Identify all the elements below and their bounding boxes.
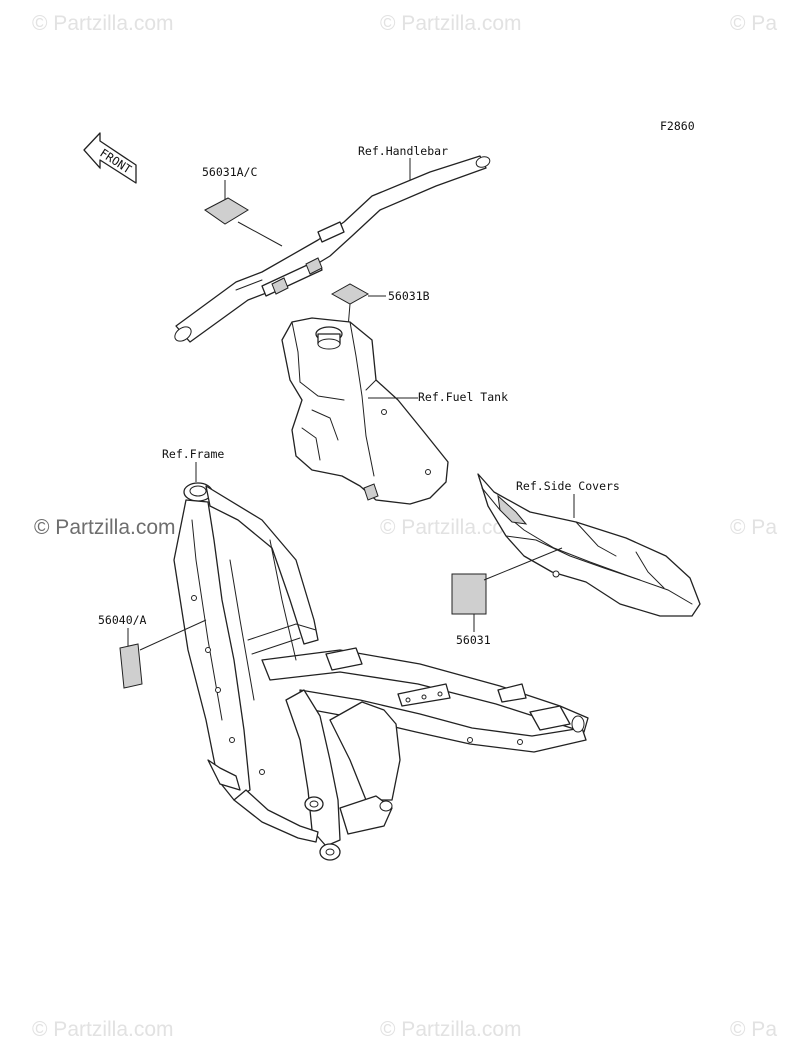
- watermark-middle-left: © Partzilla.com: [34, 516, 176, 539]
- watermark-middle-center: © Partzilla.com: [380, 516, 522, 539]
- decal-56031b-label: 56031B: [388, 289, 430, 303]
- watermark-top-left: © Partzilla.com: [32, 12, 174, 35]
- front-arrow-icon: FRONT: [83, 132, 137, 184]
- watermark-bottom-right: © Pa: [730, 1018, 777, 1041]
- decal-56031ac-label: 56031A/C: [202, 165, 257, 179]
- watermark-top-center: © Partzilla.com: [380, 12, 522, 35]
- handlebar-ref-label: Ref.Handlebar: [358, 144, 448, 158]
- watermark-bottom-center: © Partzilla.com: [380, 1018, 522, 1041]
- decal-56040a-pointer: [139, 619, 207, 651]
- watermark-layer: © Partzilla.com © Partzilla.com © Pa © P…: [32, 12, 777, 1041]
- frame-ref-label: Ref.Frame: [162, 447, 224, 461]
- handlebar-drawing: [174, 155, 491, 343]
- frame-drawing: [173, 482, 589, 861]
- decal-56031-pointer: [483, 547, 563, 581]
- watermark-bottom-left: © Partzilla.com: [32, 1018, 174, 1041]
- fuel-tank-ref-label: Ref.Fuel Tank: [418, 390, 508, 404]
- decal-56031ac-shape: [204, 197, 249, 225]
- decal-56031ac-pointer: [237, 221, 283, 247]
- watermark-middle-right: © Pa: [730, 516, 777, 539]
- decal-56031-shape: [451, 573, 487, 615]
- fuel-tank-drawing: [281, 317, 449, 505]
- decal-56040a-shape: [119, 643, 143, 689]
- side-covers-ref-label: Ref.Side Covers: [516, 479, 620, 493]
- decal-56031b-shape: [330, 283, 370, 305]
- decal-56031-label: 56031: [456, 633, 491, 647]
- decal-56040a-label: 56040/A: [98, 613, 147, 627]
- figure-code: F2860: [660, 119, 695, 133]
- side-cover-drawing: [477, 473, 701, 617]
- watermark-top-right: © Pa: [730, 12, 777, 35]
